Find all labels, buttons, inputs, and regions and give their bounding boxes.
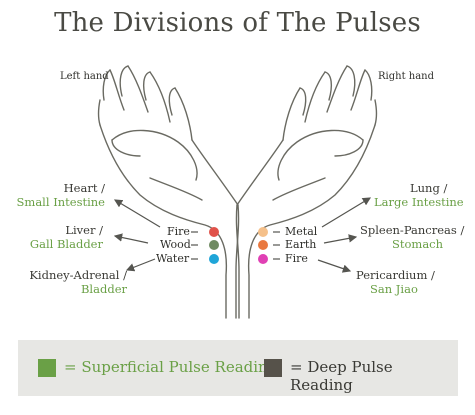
left-organ-liver: Liver / Gall Bladder (29, 223, 103, 251)
right-arrow-3 (317, 259, 352, 273)
left-dot-wood (209, 240, 219, 250)
right-dot-metal (258, 227, 268, 237)
legend: = Superficial Pulse Reading = Deep Pulse… (18, 340, 458, 396)
left-arrow-2 (113, 233, 149, 244)
left-element-wood: Wood (160, 238, 191, 251)
right-arrow-2 (323, 234, 358, 244)
right-element-metal: Metal (285, 225, 318, 238)
left-dot-fire (209, 227, 219, 237)
left-dot-water (209, 254, 219, 264)
right-hand-drawing (235, 65, 378, 319)
left-arrow-1 (113, 199, 161, 228)
left-arrow-3 (125, 258, 156, 272)
right-organ-spleen: Spleen-Pancreas / Stomach (360, 223, 465, 251)
right-element-earth: Earth (285, 238, 317, 251)
left-element-water: Water (156, 252, 190, 265)
deep-swatch (264, 359, 282, 377)
right-hand-label: Right hand (378, 71, 435, 82)
deep-label: = Deep Pulse Reading (290, 358, 393, 394)
right-element-fire: Fire (285, 252, 308, 265)
right-dot-earth (258, 240, 268, 250)
left-organ-kidney: Kidney-Adrenal / Bladder (29, 268, 127, 296)
left-organ-heart: Heart / Small Intestine (16, 181, 105, 209)
superficial-swatch (38, 359, 56, 377)
superficial-label: = Superficial Pulse Reading (64, 358, 278, 376)
right-organ-lung: Lung / Large Intestine (374, 181, 464, 209)
left-element-fire: Fire (167, 225, 190, 238)
diagram-title: The Divisions of The Pulses (54, 8, 421, 38)
right-organ-pericardium: Pericardium / San Jiao (356, 268, 435, 296)
right-dot-fire (258, 254, 268, 264)
right-arrow-1 (321, 197, 372, 228)
left-hand-label: Left hand (60, 71, 109, 82)
